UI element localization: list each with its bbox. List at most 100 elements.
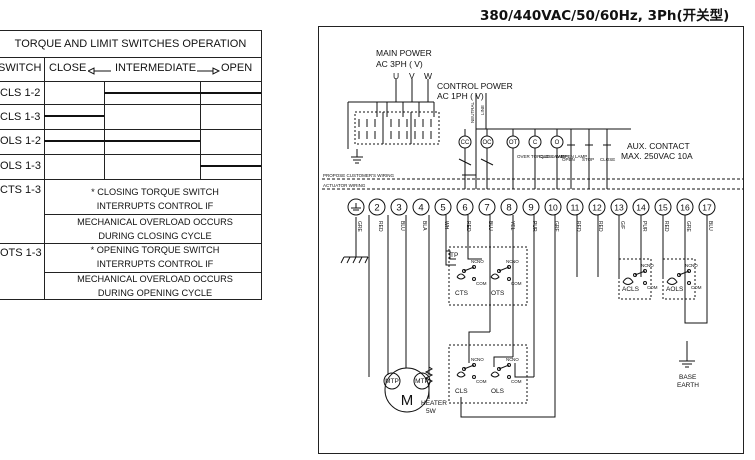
control-power-spec: AC 1PH ( V) <box>437 91 484 101</box>
com-label: COM <box>647 285 658 290</box>
neutral-label: NEUTRAL <box>470 101 475 123</box>
tp-label: TP <box>450 252 458 259</box>
wire-color: BLU <box>707 221 713 231</box>
wire-color: RED <box>663 221 669 232</box>
terminal-12: 12 <box>592 203 602 213</box>
terminal-6: 6 <box>462 203 467 214</box>
heater-label: HEATER <box>421 400 447 407</box>
close-col-header: CLOSE <box>49 62 87 74</box>
terminal-5: 5 <box>440 203 445 214</box>
row-divider <box>44 272 261 273</box>
wiring-diagram: 2 3 4 5 6 7 8 9 10 11 12 13 14 15 16 17 … <box>318 26 744 454</box>
phase-v: V <box>409 71 415 81</box>
phase-u: U <box>393 71 399 81</box>
base-earth-label-2: EARTH <box>677 382 699 389</box>
cts-note-2: INTERRUPTS CONTROL IF <box>96 201 214 211</box>
lamp-oc: OC <box>483 140 493 146</box>
nc-label: NC <box>471 259 478 264</box>
aols-label: AOLS <box>666 286 684 293</box>
row-divider <box>0 179 261 180</box>
terminal-strip <box>347 198 716 216</box>
main-power-label: MAIN POWER <box>376 48 432 58</box>
terminal-8: 8 <box>506 203 511 214</box>
switch-bar <box>44 115 104 117</box>
terminal-10: 10 <box>548 203 558 213</box>
no-label: NO <box>477 259 484 264</box>
cls-label: CLS <box>455 388 468 395</box>
com-label: COM <box>511 281 522 286</box>
cts-label: CTS <box>455 290 469 297</box>
switch-col-header: SWITCH <box>0 62 42 74</box>
terminal-2: 2 <box>374 203 379 214</box>
terminal-13: 13 <box>614 203 624 213</box>
page-title: 380/440VAC/50/60Hz, 3Ph(开关型) <box>480 8 730 24</box>
control-power-label: CONTROL POWER <box>437 81 513 91</box>
lamp-c-label: CLOSE LAMP <box>539 154 568 159</box>
terminal-4: 4 <box>418 203 423 214</box>
row-divider <box>0 129 261 130</box>
main-power-spec: AC 3PH ( V) <box>376 59 423 69</box>
wire-color: G/F <box>619 221 625 229</box>
com-label: COM <box>511 379 522 384</box>
terminal-17: 17 <box>702 203 712 213</box>
no-label: NO <box>691 263 698 268</box>
wire-color: WH <box>443 221 449 230</box>
wire-color: PUR <box>531 221 537 232</box>
no-label: NO <box>512 357 519 362</box>
switch-operation-table: TORQUE AND LIMIT SWITCHES OPERATION SWIT… <box>0 30 262 300</box>
no-label: NO <box>647 263 654 268</box>
row-divider <box>0 104 261 105</box>
col-divider <box>104 81 105 179</box>
wire-color: PUR <box>641 221 647 232</box>
no-label: NO <box>512 259 519 264</box>
row-label-cls12: CLS 1-2 <box>0 87 41 99</box>
row-divider <box>44 214 261 215</box>
cts-note-3: MECHANICAL OVERLOAD OCCURS <box>77 217 233 227</box>
com-label: COM <box>476 379 487 384</box>
lamp-o-label: OPEN LAMP <box>561 154 587 159</box>
row-label-cls13: CLS 1-3 <box>0 111 41 123</box>
base-earth-label-1: BASE <box>679 374 697 381</box>
wire-color: RED <box>597 221 603 232</box>
terminal-11: 11 <box>571 203 580 213</box>
row-divider <box>0 154 261 155</box>
lamp-cc: CC <box>461 140 470 146</box>
mtp-right-label: MTP <box>415 378 429 385</box>
lamp-o: O <box>555 140 560 146</box>
wire-color: RED <box>465 221 471 232</box>
button-stop: STOP <box>582 157 594 162</box>
nc-label: NC <box>506 357 513 362</box>
aux-spec-label: MAX. 250VAC 10A <box>621 151 693 161</box>
lamp-c: C <box>533 140 538 146</box>
wire-color: BLA <box>421 221 427 231</box>
arrow-left-icon <box>88 67 111 75</box>
ots-note-3: MECHANICAL OVERLOAD OCCURS <box>77 274 233 284</box>
terminal-3: 3 <box>396 203 401 214</box>
lamp-ot: OT <box>509 140 518 146</box>
aux-contact-label: AUX. CONTACT <box>627 141 690 151</box>
propose-wiring-label: PROPOSE CUSTOMER'S WIRING <box>323 173 395 178</box>
row-label-cts: CTS 1-3 <box>0 184 41 196</box>
nc-label: NC <box>471 357 478 362</box>
switch-bar <box>104 92 261 94</box>
wire-color: GRE <box>685 221 691 233</box>
terminal-16: 16 <box>680 203 690 213</box>
phase-w: W <box>424 71 432 81</box>
row-label-ols13: OLS 1-3 <box>0 160 41 172</box>
button-open: OPEN <box>562 157 575 162</box>
terminal-7: 7 <box>484 203 489 214</box>
row-divider <box>0 243 261 244</box>
switch-bar <box>44 140 200 142</box>
cts-note-4: DURING CLOSING CYCLE <box>98 231 212 241</box>
open-col-header: OPEN <box>221 62 253 74</box>
terminal-14: 14 <box>636 203 646 213</box>
wire-color: GRE <box>553 221 559 233</box>
ots-note-4: DURING OPENING CYCLE <box>97 288 213 298</box>
terminal-15: 15 <box>658 203 668 213</box>
row-divider <box>0 81 261 82</box>
wire-color: YEL <box>509 221 515 231</box>
nc-label: NC <box>641 263 648 268</box>
ots-note-1: * OPENING TORQUE SWITCH <box>90 245 220 255</box>
com-label: COM <box>476 281 487 286</box>
arrow-right-icon <box>197 67 220 75</box>
